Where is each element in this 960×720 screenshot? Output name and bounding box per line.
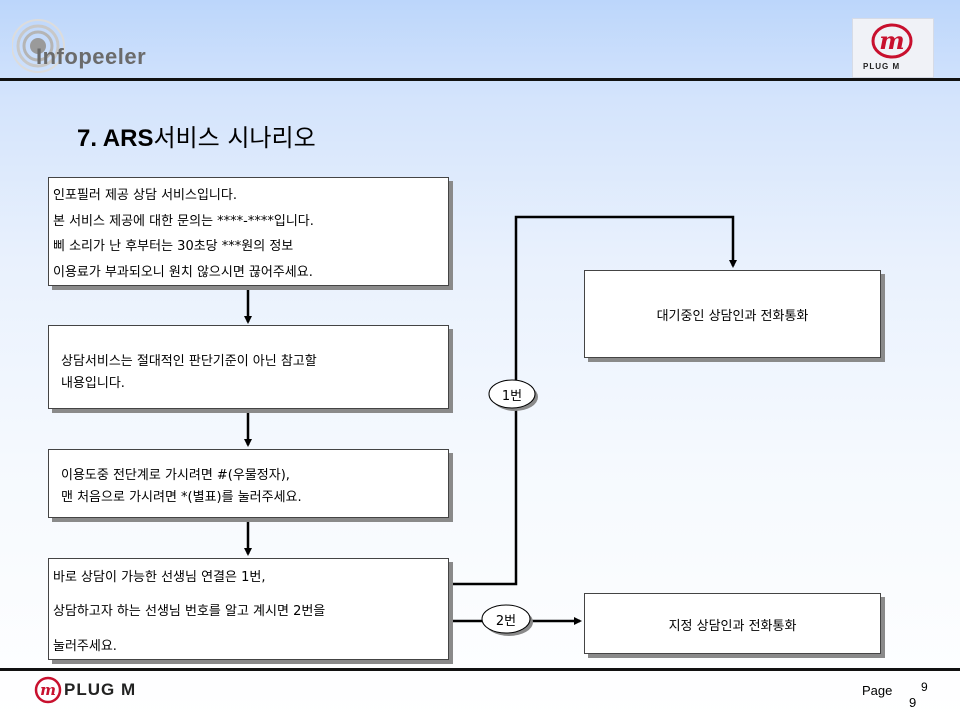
plugm-header-label: PLUG M <box>863 62 901 71</box>
intro-line-2: 본 서비스 제공에 대한 문의는 ****-****입니다. <box>53 214 314 229</box>
option-two-badge: 2번 <box>481 602 535 638</box>
intro-line-3: 삐 소리가 난 후부터는 30초당 ***원의 정보 <box>53 239 294 254</box>
navigation-line-2: 맨 처음으로 가시려면 *(별표)를 눌러주세요. <box>61 490 302 505</box>
intro-line-4: 이용료가 부과되오니 원치 않으시면 끊어주세요. <box>53 265 313 280</box>
navigation-line-1: 이용도중 전단계로 가시려면 #(우물정자), <box>61 468 290 483</box>
title-text: 서비스 시나리오 <box>153 124 316 152</box>
page-number: 9 <box>909 695 917 710</box>
svg-text:m: m <box>879 26 904 55</box>
intro-line-1: 인포필러 제공 상담 서비스입니다. <box>53 188 237 203</box>
waiting-counselor-label: 대기중인 상담인과 전화통화 <box>656 309 809 324</box>
page-number-small: 9 <box>921 680 928 694</box>
select-box: 바로 상담이 가능한 선생님 연결은 1번, 상담하고자 하는 선생님 번호를 … <box>48 558 449 660</box>
footer-brand: PLUG M <box>64 680 137 699</box>
footer-divider <box>0 668 960 671</box>
title-number: 7. ARS <box>77 125 154 152</box>
navigation-box: 이용도중 전단계로 가시려면 #(우물정자), 맨 처음으로 가시려면 *(별표… <box>48 449 449 518</box>
designated-counselor-box: 지정 상담인과 전화통화 <box>584 593 881 654</box>
infopeeler-logo-icon <box>11 16 72 76</box>
option-one-badge: 1번 <box>488 377 540 413</box>
select-line-3: 눌러주세요. <box>53 639 117 654</box>
connector-option-one <box>450 215 737 586</box>
header-divider <box>0 78 960 81</box>
brand-name: Infopeeler <box>36 44 147 69</box>
plugm-logo-icon: m <box>870 22 914 60</box>
notice-box: 상담서비스는 절대적인 판단기준이 아닌 참고할 내용입니다. <box>48 325 449 409</box>
notice-line-2: 내용입니다. <box>61 376 125 391</box>
page-title: 7. ARS서비스 시나리오 <box>77 118 316 153</box>
option-one-label: 1번 <box>501 389 523 404</box>
plugm-header-logo <box>852 18 934 78</box>
intro-box: 인포필러 제공 상담 서비스입니다. 본 서비스 제공에 대한 문의는 ****… <box>48 177 449 286</box>
designated-counselor-label: 지정 상담인과 전화통화 <box>668 619 797 634</box>
option-two-label: 2번 <box>495 614 517 629</box>
notice-line-1: 상담서비스는 절대적인 판단기준이 아닌 참고할 <box>61 354 317 369</box>
select-line-2: 상담하고자 하는 선생님 번호를 알고 계시면 2번을 <box>53 604 326 619</box>
waiting-counselor-box: 대기중인 상담인과 전화통화 <box>584 270 881 358</box>
page-label: Page <box>862 683 893 698</box>
svg-text:m: m <box>40 681 56 699</box>
plugm-footer-icon: m <box>34 676 62 704</box>
select-line-1: 바로 상담이 가능한 선생님 연결은 1번, <box>53 570 266 585</box>
